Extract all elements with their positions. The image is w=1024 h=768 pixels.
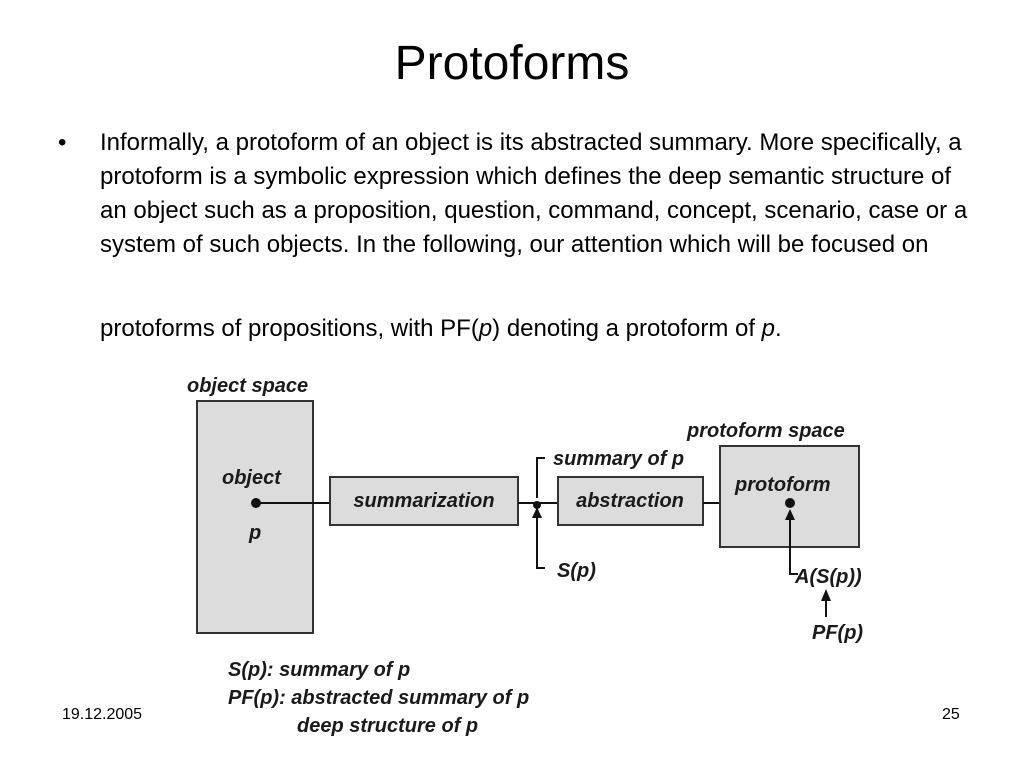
bullet-marker: • <box>58 129 67 156</box>
slide-title: Protoforms <box>394 37 630 90</box>
summary-point <box>533 501 541 509</box>
legend-line-3: deep structure of p <box>297 715 478 737</box>
line2-var-p: p <box>478 315 493 342</box>
line2-post: . <box>775 315 782 342</box>
body-paragraph-continuation: protoforms of propositions, with PF(p) d… <box>100 312 980 346</box>
object-var-label: p <box>248 522 261 544</box>
line2-pre: protoforms of propositions, with PF( <box>100 315 479 342</box>
line2-mid: ) denoting a protoform of <box>492 315 762 342</box>
a-s-p-arrowhead <box>785 509 795 520</box>
abstraction-box <box>557 476 704 526</box>
legend-line-2: PF(p): abstracted summary of p <box>228 687 529 709</box>
object-space-label: object space <box>187 375 308 397</box>
page-number: 25 <box>942 706 960 723</box>
pf-p-label: PF(p) <box>812 622 863 644</box>
s-p-arrowhead <box>532 507 542 518</box>
body-paragraph: Informally, a protoform of an object is … <box>100 129 968 258</box>
object-space-box <box>196 400 314 634</box>
protoform-space-label: protoform space <box>686 420 845 442</box>
summarization-box <box>329 476 519 526</box>
protoform-point <box>785 498 795 508</box>
object-label: object <box>222 467 282 489</box>
legend-line-1: S(p): summary of p <box>228 659 410 681</box>
s-p-line <box>536 516 545 569</box>
summary-of-p-label: summary of p <box>553 448 684 470</box>
s-p-label: S(p) <box>557 560 596 582</box>
pf-p-arrowhead <box>821 589 831 601</box>
summary-bracket <box>536 457 545 498</box>
summarization-label: summarization <box>353 490 494 512</box>
abstraction-label: abstraction <box>576 490 684 512</box>
protoform-label: protoform <box>734 474 831 496</box>
line2-var-p-2: p <box>761 315 776 342</box>
a-s-p-line <box>789 519 798 575</box>
footer-date: 19.12.2005 <box>62 706 143 723</box>
a-s-p-label: A(S(p)) <box>794 566 862 588</box>
